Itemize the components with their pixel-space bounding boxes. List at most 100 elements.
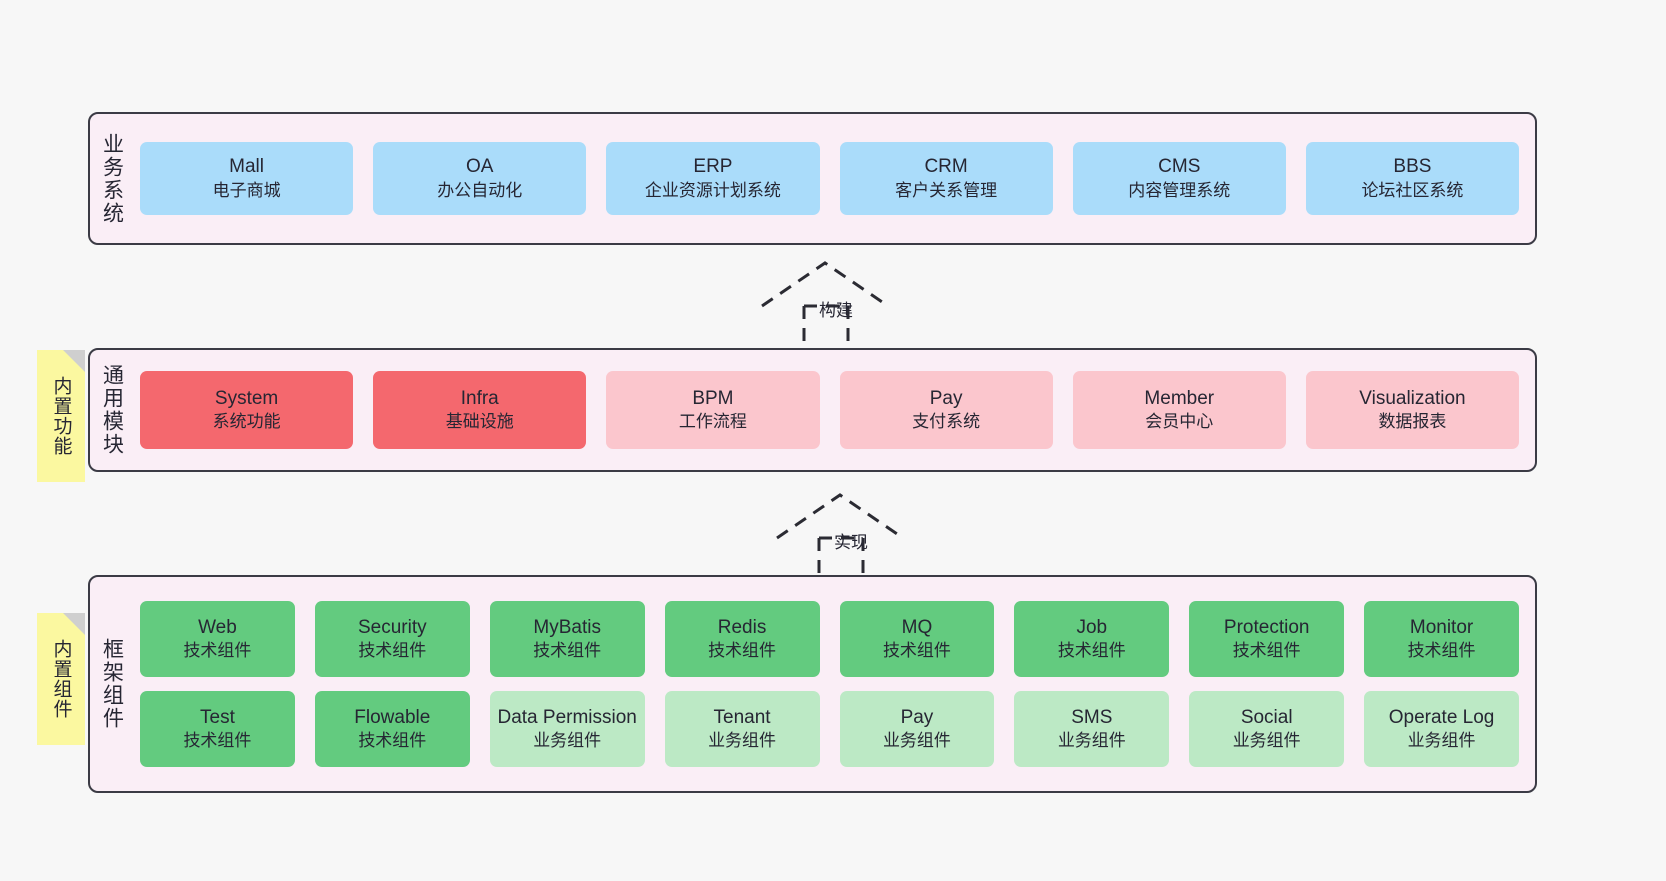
note-builtin-components: 内置组件 xyxy=(37,613,85,745)
card-sms-title: SMS xyxy=(1071,706,1113,728)
card-erp-title: ERP xyxy=(693,156,733,178)
card-flowable-title: Flowable xyxy=(354,706,431,728)
card-redis[interactable]: Redis 技术组件 xyxy=(664,601,820,677)
card-data-permission-title: Data Permission xyxy=(497,706,637,728)
card-web-title: Web xyxy=(198,616,237,638)
card-tenant[interactable]: Tenant 业务组件 xyxy=(664,691,820,767)
card-pay-component-desc: 业务组件 xyxy=(882,731,951,751)
common-modules-row: System 系统功能 Infra 基础设施 BPM 工作流程 Pay 支付系统… xyxy=(140,371,1520,449)
card-job[interactable]: Job 技术组件 xyxy=(1014,601,1170,677)
card-cms-title: CMS xyxy=(1158,156,1201,178)
card-mq[interactable]: MQ 技术组件 xyxy=(839,601,995,677)
card-pay-module[interactable]: Pay 支付系统 xyxy=(839,371,1053,449)
card-web[interactable]: Web 技术组件 xyxy=(140,601,295,677)
card-social[interactable]: Social 业务组件 xyxy=(1189,691,1345,767)
card-mybatis-title: MyBatis xyxy=(533,616,601,638)
card-social-title: Social xyxy=(1240,706,1293,728)
note-builtin-components-label: 内置组件 xyxy=(50,639,72,719)
card-tenant-desc: 业务组件 xyxy=(708,731,777,751)
card-job-title: Job xyxy=(1076,616,1108,638)
card-security-title: Security xyxy=(357,616,427,638)
card-mall-desc: 电子商城 xyxy=(212,180,281,200)
note-builtin-functions: 内置功能 xyxy=(37,350,85,482)
card-system-desc: 系统功能 xyxy=(212,412,281,432)
card-operate-log-title: Operate Log xyxy=(1388,706,1495,728)
card-bbs-title: BBS xyxy=(1393,156,1432,178)
card-crm[interactable]: CRM 客户关系管理 xyxy=(839,142,1053,215)
arrow-implement-shape xyxy=(776,493,904,580)
layer-framework-components-label: 框架组件 xyxy=(100,638,124,730)
card-redis-desc: 技术组件 xyxy=(708,641,777,661)
layer-common-modules-body: System 系统功能 Infra 基础设施 BPM 工作流程 Pay 支付系统… xyxy=(134,350,1535,470)
card-cms-desc: 内容管理系统 xyxy=(1128,180,1231,200)
card-test[interactable]: Test 技术组件 xyxy=(140,691,295,767)
card-visualization-title: Visualization xyxy=(1359,387,1466,409)
card-erp[interactable]: ERP 企业资源计划系统 xyxy=(606,142,820,215)
card-crm-desc: 客户关系管理 xyxy=(895,180,998,200)
card-security[interactable]: Security 技术组件 xyxy=(314,601,470,677)
card-mall[interactable]: Mall 电子商城 xyxy=(140,142,354,215)
layer-business-systems: 业务系统 Mall 电子商城 OA 办公自动化 ERP 企业资源计划系统 CRM… xyxy=(88,112,1537,245)
card-member[interactable]: Member 会员中心 xyxy=(1072,371,1286,449)
layer-business-systems-body: Mall 电子商城 OA 办公自动化 ERP 企业资源计划系统 CRM 客户关系… xyxy=(134,114,1535,243)
card-bbs[interactable]: BBS 论坛社区系统 xyxy=(1305,142,1520,215)
card-operate-log-desc: 业务组件 xyxy=(1407,731,1476,751)
card-flowable[interactable]: Flowable 技术组件 xyxy=(314,691,470,767)
card-monitor[interactable]: Monitor 技术组件 xyxy=(1364,601,1519,677)
card-test-title: Test xyxy=(200,706,235,728)
card-protection-title: Protection xyxy=(1223,616,1310,638)
card-bpm[interactable]: BPM 工作流程 xyxy=(606,371,820,449)
card-sms-desc: 业务组件 xyxy=(1057,731,1126,751)
layer-framework-components: 框架组件 Web 技术组件 Security 技术组件 MyBatis 技术组件… xyxy=(88,575,1537,793)
card-monitor-desc: 技术组件 xyxy=(1407,641,1476,661)
card-oa-desc: 办公自动化 xyxy=(437,180,523,200)
card-bbs-desc: 论坛社区系统 xyxy=(1361,180,1464,200)
card-data-permission-desc: 业务组件 xyxy=(533,731,602,751)
card-pay-module-title: Pay xyxy=(929,387,963,409)
card-mybatis-desc: 技术组件 xyxy=(533,641,602,661)
arrow-implement-label: 实现 xyxy=(834,533,868,552)
card-web-desc: 技术组件 xyxy=(183,641,252,661)
card-member-desc: 会员中心 xyxy=(1145,412,1214,432)
card-system-title: System xyxy=(214,387,279,409)
layer-business-systems-label: 业务系统 xyxy=(100,132,124,225)
card-bpm-title: BPM xyxy=(692,387,734,409)
layer-common-modules-label: 通用模块 xyxy=(100,364,124,456)
note-builtin-functions-label: 内置功能 xyxy=(50,376,72,456)
card-flowable-desc: 技术组件 xyxy=(358,731,427,751)
card-infra[interactable]: Infra 基础设施 xyxy=(373,371,587,449)
card-pay-component-title: Pay xyxy=(900,706,934,728)
arrow-implement: 实现 xyxy=(772,490,952,580)
card-test-desc: 技术组件 xyxy=(183,731,252,751)
card-oa-title: OA xyxy=(466,156,494,178)
card-pay-component[interactable]: Pay 业务组件 xyxy=(839,691,995,767)
card-protection[interactable]: Protection 技术组件 xyxy=(1189,601,1345,677)
card-oa[interactable]: OA 办公自动化 xyxy=(373,142,587,215)
card-visualization-desc: 数据报表 xyxy=(1378,412,1447,432)
card-mybatis[interactable]: MyBatis 技术组件 xyxy=(489,601,645,677)
card-mq-desc: 技术组件 xyxy=(882,641,951,661)
card-data-permission[interactable]: Data Permission 业务组件 xyxy=(489,691,645,767)
arrow-build: 构建 xyxy=(757,258,937,348)
card-erp-desc: 企业资源计划系统 xyxy=(644,180,781,200)
card-bpm-desc: 工作流程 xyxy=(678,412,747,432)
card-system[interactable]: System 系统功能 xyxy=(140,371,354,449)
card-sms[interactable]: SMS 业务组件 xyxy=(1014,691,1170,767)
card-operate-log[interactable]: Operate Log 业务组件 xyxy=(1364,691,1519,767)
card-infra-title: Infra xyxy=(460,387,499,409)
layer-framework-components-body: Web 技术组件 Security 技术组件 MyBatis 技术组件 Redi… xyxy=(134,577,1535,791)
layer-common-modules: 通用模块 System 系统功能 Infra 基础设施 BPM 工作流程 Pay… xyxy=(88,348,1537,472)
business-systems-row: Mall 电子商城 OA 办公自动化 ERP 企业资源计划系统 CRM 客户关系… xyxy=(140,142,1520,215)
card-member-title: Member xyxy=(1144,387,1215,409)
card-visualization[interactable]: Visualization 数据报表 xyxy=(1305,371,1520,449)
card-protection-desc: 技术组件 xyxy=(1232,641,1301,661)
card-social-desc: 业务组件 xyxy=(1232,731,1301,751)
card-redis-title: Redis xyxy=(717,616,767,638)
card-pay-module-desc: 支付系统 xyxy=(912,412,981,432)
card-monitor-title: Monitor xyxy=(1409,616,1474,638)
card-cms[interactable]: CMS 内容管理系统 xyxy=(1072,142,1286,215)
card-job-desc: 技术组件 xyxy=(1057,641,1126,661)
card-crm-title: CRM xyxy=(924,156,968,178)
card-infra-desc: 基础设施 xyxy=(445,412,514,432)
